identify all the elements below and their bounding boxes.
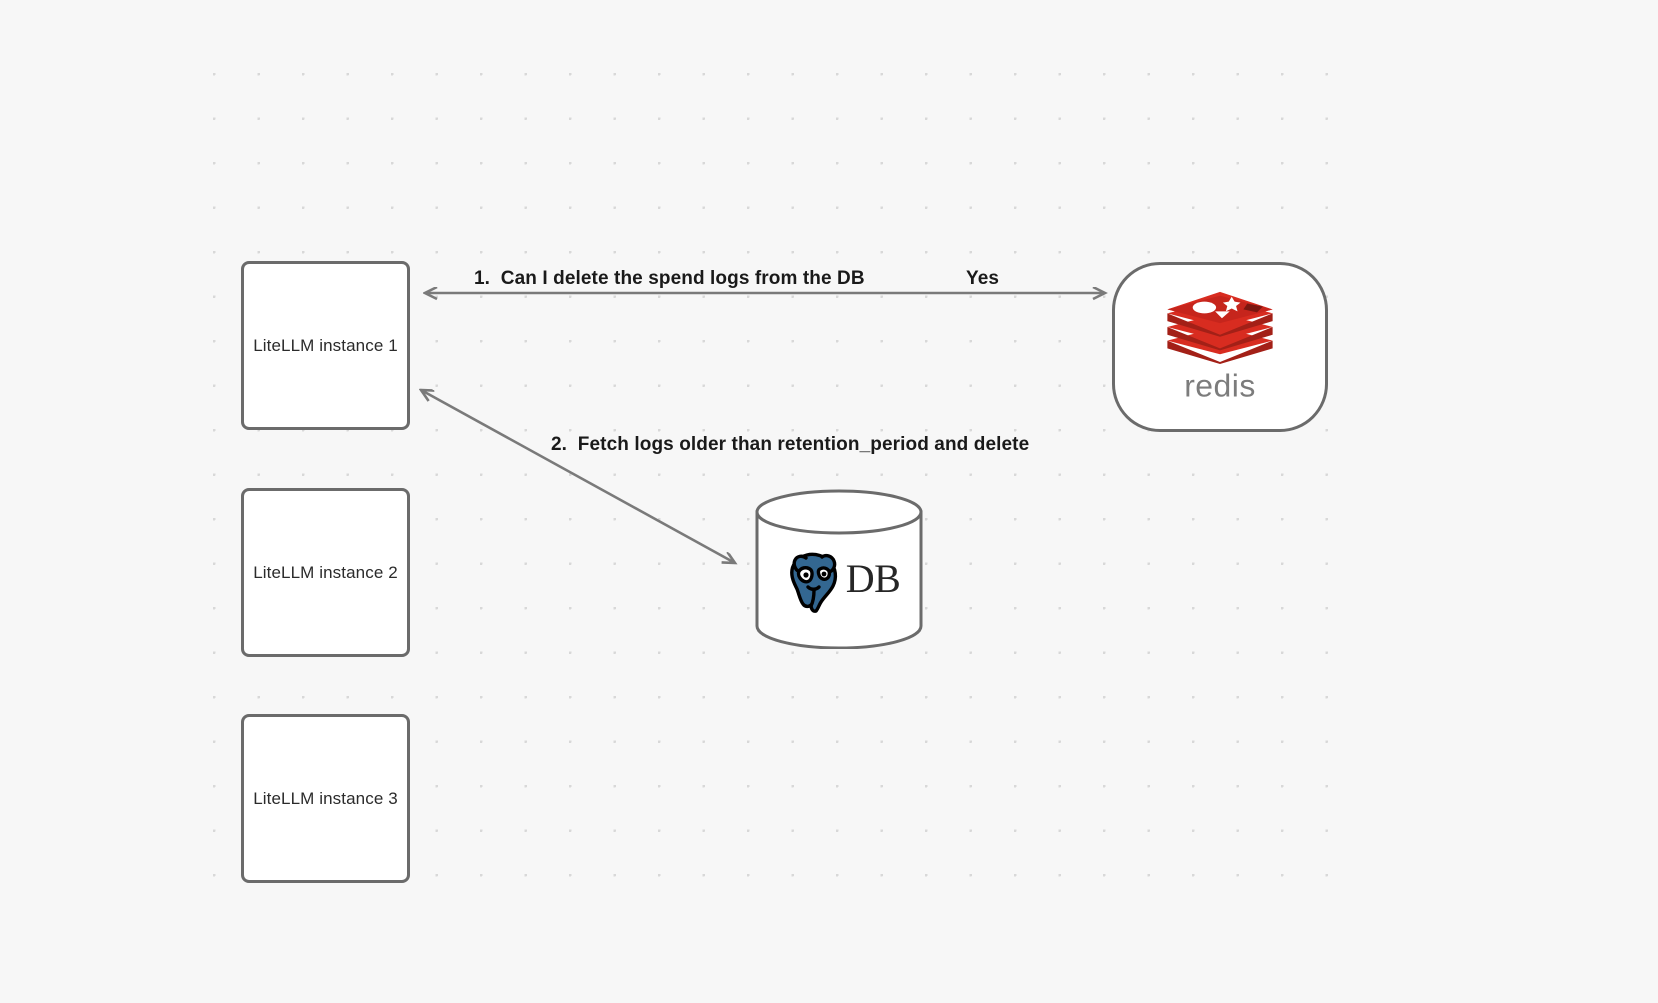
- node-litellm-instance-3[interactable]: LiteLLM instance 3: [241, 714, 410, 883]
- node-litellm-instance-2[interactable]: LiteLLM instance 2: [241, 488, 410, 657]
- edge-label-2: 2. Fetch logs older than retention_perio…: [551, 434, 1030, 455]
- node-label: LiteLLM instance 3: [253, 788, 398, 808]
- node-database[interactable]: DB: [754, 489, 924, 649]
- cylinder-shape: [755, 489, 923, 649]
- node-label: LiteLLM instance 2: [253, 562, 398, 582]
- node-label: LiteLLM instance 1: [253, 335, 398, 355]
- database-label: DB: [845, 555, 901, 601]
- svg-text:redis: redis: [1184, 368, 1256, 404]
- edge-label-1-reply: Yes: [966, 268, 1000, 289]
- edge-label-1: 1. Can I delete the spend logs from the …: [474, 268, 865, 289]
- node-litellm-instance-1[interactable]: LiteLLM instance 1: [241, 261, 410, 430]
- redis-logo-icon: [1167, 291, 1273, 364]
- database-logo-group: DB: [754, 533, 924, 623]
- postgresql-elephant-icon: [789, 552, 837, 613]
- redis-wordmark: redis: [1184, 368, 1256, 404]
- node-redis[interactable]: redis: [1112, 262, 1328, 432]
